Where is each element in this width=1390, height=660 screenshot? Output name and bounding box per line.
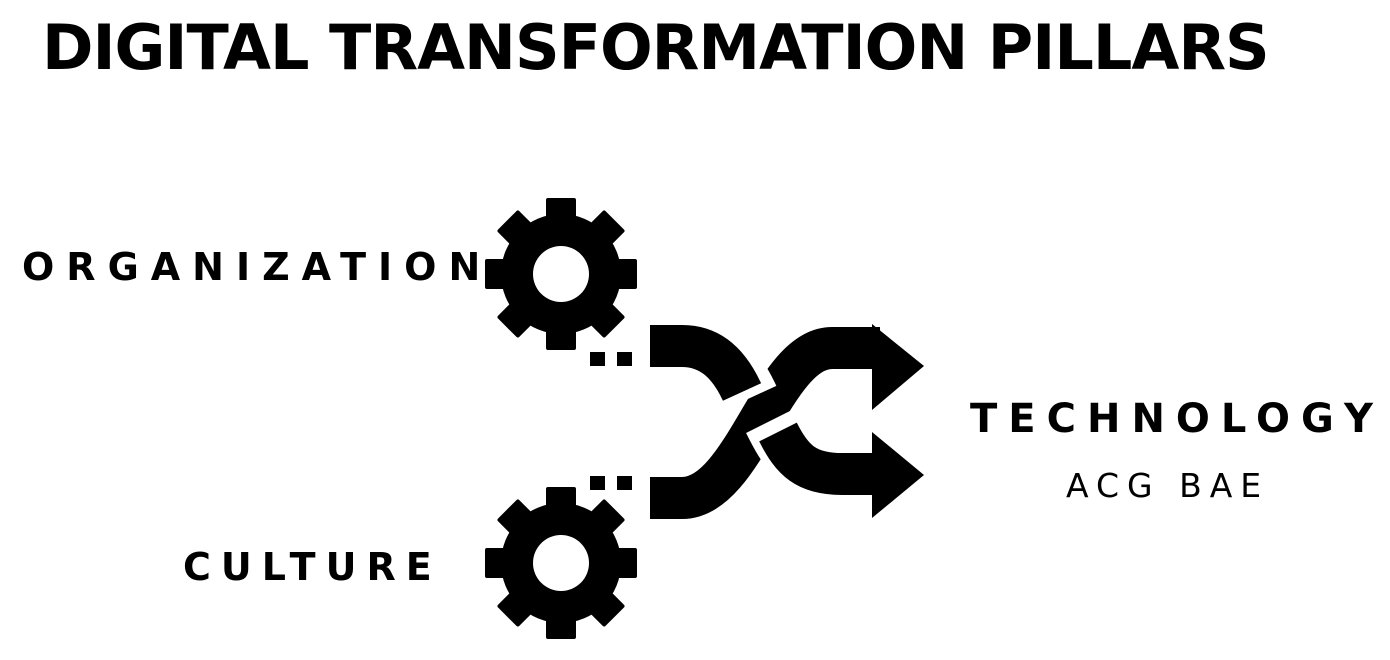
culture-label: CULTURE (183, 545, 442, 589)
organization-label: ORGANIZATION (22, 245, 493, 289)
rising-band (650, 327, 880, 519)
page-title: DIGITAL TRANSFORMATION PILLARS (42, 11, 1270, 84)
connector-dot (590, 476, 605, 490)
dipping-band-end (759, 422, 880, 495)
connector-dot (617, 352, 632, 366)
connector-dot (590, 352, 605, 366)
gear-icon (485, 198, 637, 350)
gear-icon (485, 487, 637, 639)
dipping-band-start (650, 325, 762, 402)
arrow-right-icon (872, 324, 924, 410)
subtitle-label: ACG BAE (1066, 466, 1270, 505)
technology-label: TECHNOLOGY (970, 396, 1384, 442)
connector-dot (617, 476, 632, 490)
arrow-right-icon (872, 432, 924, 518)
shuffle-arrows-icon (590, 317, 924, 519)
